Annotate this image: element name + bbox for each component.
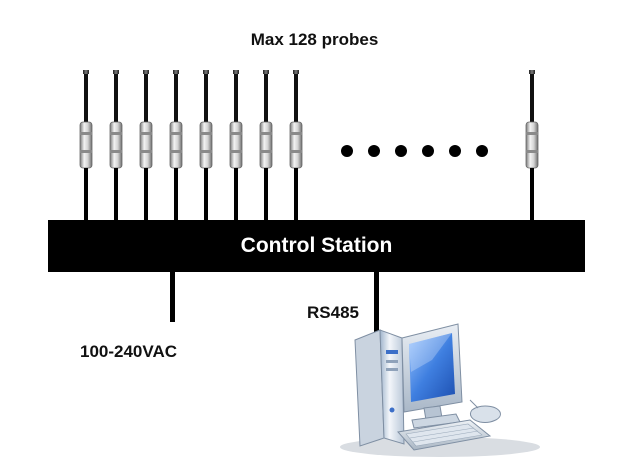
probe-icon [109,70,123,222]
ellipsis-dot [368,145,380,157]
ellipsis-dot [395,145,407,157]
probe-array [79,70,539,222]
power-cable [170,268,175,322]
probe-icon [199,70,213,222]
max-probes-label: Max 128 probes [250,30,379,49]
probe-icon [289,70,303,222]
probe-icon [169,70,183,222]
desktop-computer-icon [340,323,540,457]
probe-icon [525,70,539,222]
probe-icon [259,70,273,222]
rs485-label: RS485 [307,303,359,322]
probe-icon [229,70,243,222]
rs485-cable [374,268,379,336]
ellipsis-dots-icon [341,145,488,157]
power-supply-label: 100-240VAC [80,342,178,361]
probe-icon [139,70,153,222]
ellipsis-dot [476,145,488,157]
ellipsis-dot [341,145,353,157]
control-station-label: Control Station [240,234,393,257]
ellipsis-dot [422,145,434,157]
control-station-bar [48,220,585,272]
ellipsis-dot [449,145,461,157]
probe-icon [79,70,93,222]
